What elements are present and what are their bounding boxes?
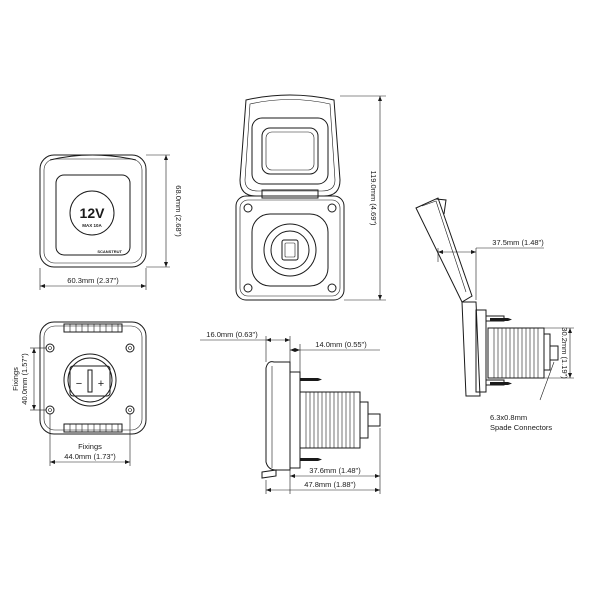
side-open-lid — [415, 197, 473, 303]
screw-bottom-left — [243, 283, 253, 293]
side-bezel — [461, 301, 481, 397]
front-inner-edge — [43, 158, 143, 264]
dim-flange-offset-text: 14.0mm (0.55") — [315, 340, 367, 349]
side-view-closed — [261, 361, 381, 479]
open-base-housing — [235, 195, 345, 301]
lid-seal-ring — [251, 117, 329, 185]
hinge — [261, 189, 319, 199]
side-threads — [493, 328, 539, 378]
screw-top-left — [243, 203, 253, 213]
rear-bottom-grip — [63, 423, 123, 433]
rear-fixing-top-right — [125, 343, 135, 353]
rear-fixing-bottom-right — [125, 405, 135, 415]
open-lid-outer — [239, 94, 341, 197]
dim-open-height-text: 119.0mm (4.69") — [369, 170, 378, 226]
side-closed-screw-top — [300, 378, 322, 381]
rear-top-grip — [63, 323, 123, 333]
rear-fixing-bottom-left — [45, 405, 55, 415]
socket-ring — [263, 223, 317, 277]
cover-panel — [55, 174, 131, 256]
dim-fixings-horizontal: Fixings 44.0mm (1.73") — [49, 414, 131, 466]
dim-body-diameter-text: 30.2mm (1.19") — [560, 327, 569, 379]
cover-rating-text: MAX 10A — [82, 223, 102, 228]
lid-seal-inner — [261, 127, 319, 175]
side-spade-connector — [549, 345, 559, 361]
dim-front-height: 68.0mm (2.68") — [146, 154, 183, 268]
front-view-open — [235, 94, 345, 301]
fixings-side-label: Fixings — [11, 367, 20, 391]
side-closed-spade — [367, 413, 381, 427]
side-closed-screw-bottom — [300, 458, 322, 461]
rear-outer-body — [39, 321, 147, 435]
side-flange — [475, 309, 487, 393]
dim-fixings-vertical: Fixings 40.0mm (1.57") — [11, 347, 46, 411]
dim-flange-offset: 14.0mm (0.55") — [290, 340, 380, 372]
dim-overall-length-text: 47.8mm (1.88") — [304, 480, 356, 489]
dim-fixings-horizontal-text: 44.0mm (1.73") — [64, 452, 116, 461]
rear-terminal-block — [69, 365, 111, 397]
screw-bottom-right — [327, 283, 337, 293]
side-closed-bezel — [265, 361, 291, 471]
dim-overall-length: 47.8mm (1.88") — [265, 480, 380, 494]
lid-hinge-edge — [49, 154, 137, 161]
dim-bezel-thickness: 16.0mm (0.63") — [200, 330, 291, 362]
spade-size-text: 6.3x0.8mm — [490, 413, 527, 422]
brand-logo: SCANSTRUT — [97, 249, 122, 254]
spade-connectors-text: Spade Connectors — [490, 423, 552, 432]
rear-view: − + — [39, 321, 147, 435]
dim-fixings-vertical-text: 40.0mm (1.57") — [20, 353, 29, 405]
rear-fixing-top-left — [45, 343, 55, 353]
rear-socket-ring — [63, 353, 117, 407]
side-closed-flange — [289, 371, 301, 469]
terminal-plus-symbol: + — [98, 378, 104, 390]
terminal-minus-symbol: − — [76, 378, 82, 390]
dim-side-open-depth: 37.5mm (1.48") — [437, 238, 544, 300]
cover-badge — [69, 190, 115, 236]
dim-side-open-depth-text: 37.5mm (1.48") — [492, 238, 544, 247]
dim-bezel-thickness-text: 16.0mm (0.63") — [206, 330, 258, 339]
fixings-bottom-label: Fixings — [78, 442, 102, 451]
socket-pin — [281, 239, 299, 261]
side-view-open — [415, 197, 559, 397]
dim-front-width: 60.3mm (2.37") — [39, 268, 147, 290]
dim-front-width-text: 60.3mm (2.37") — [67, 276, 119, 285]
cover-voltage-text: 12V — [80, 205, 106, 221]
dim-open-height: 119.0mm (4.69") — [340, 95, 386, 301]
screw-top-right — [327, 203, 337, 213]
front-view-closed: 12V MAX 10A SCANSTRUT — [39, 154, 147, 268]
spade-callout: 6.3x0.8mm Spade Connectors — [490, 361, 555, 432]
socket-flange — [251, 213, 329, 287]
dim-front-height-text: 68.0mm (2.68") — [174, 185, 183, 237]
side-threaded-body — [487, 327, 545, 379]
dim-body-length-text: 37.6mm (1.48") — [309, 466, 361, 475]
dim-body-diameter: 30.2mm (1.19") — [544, 327, 574, 379]
